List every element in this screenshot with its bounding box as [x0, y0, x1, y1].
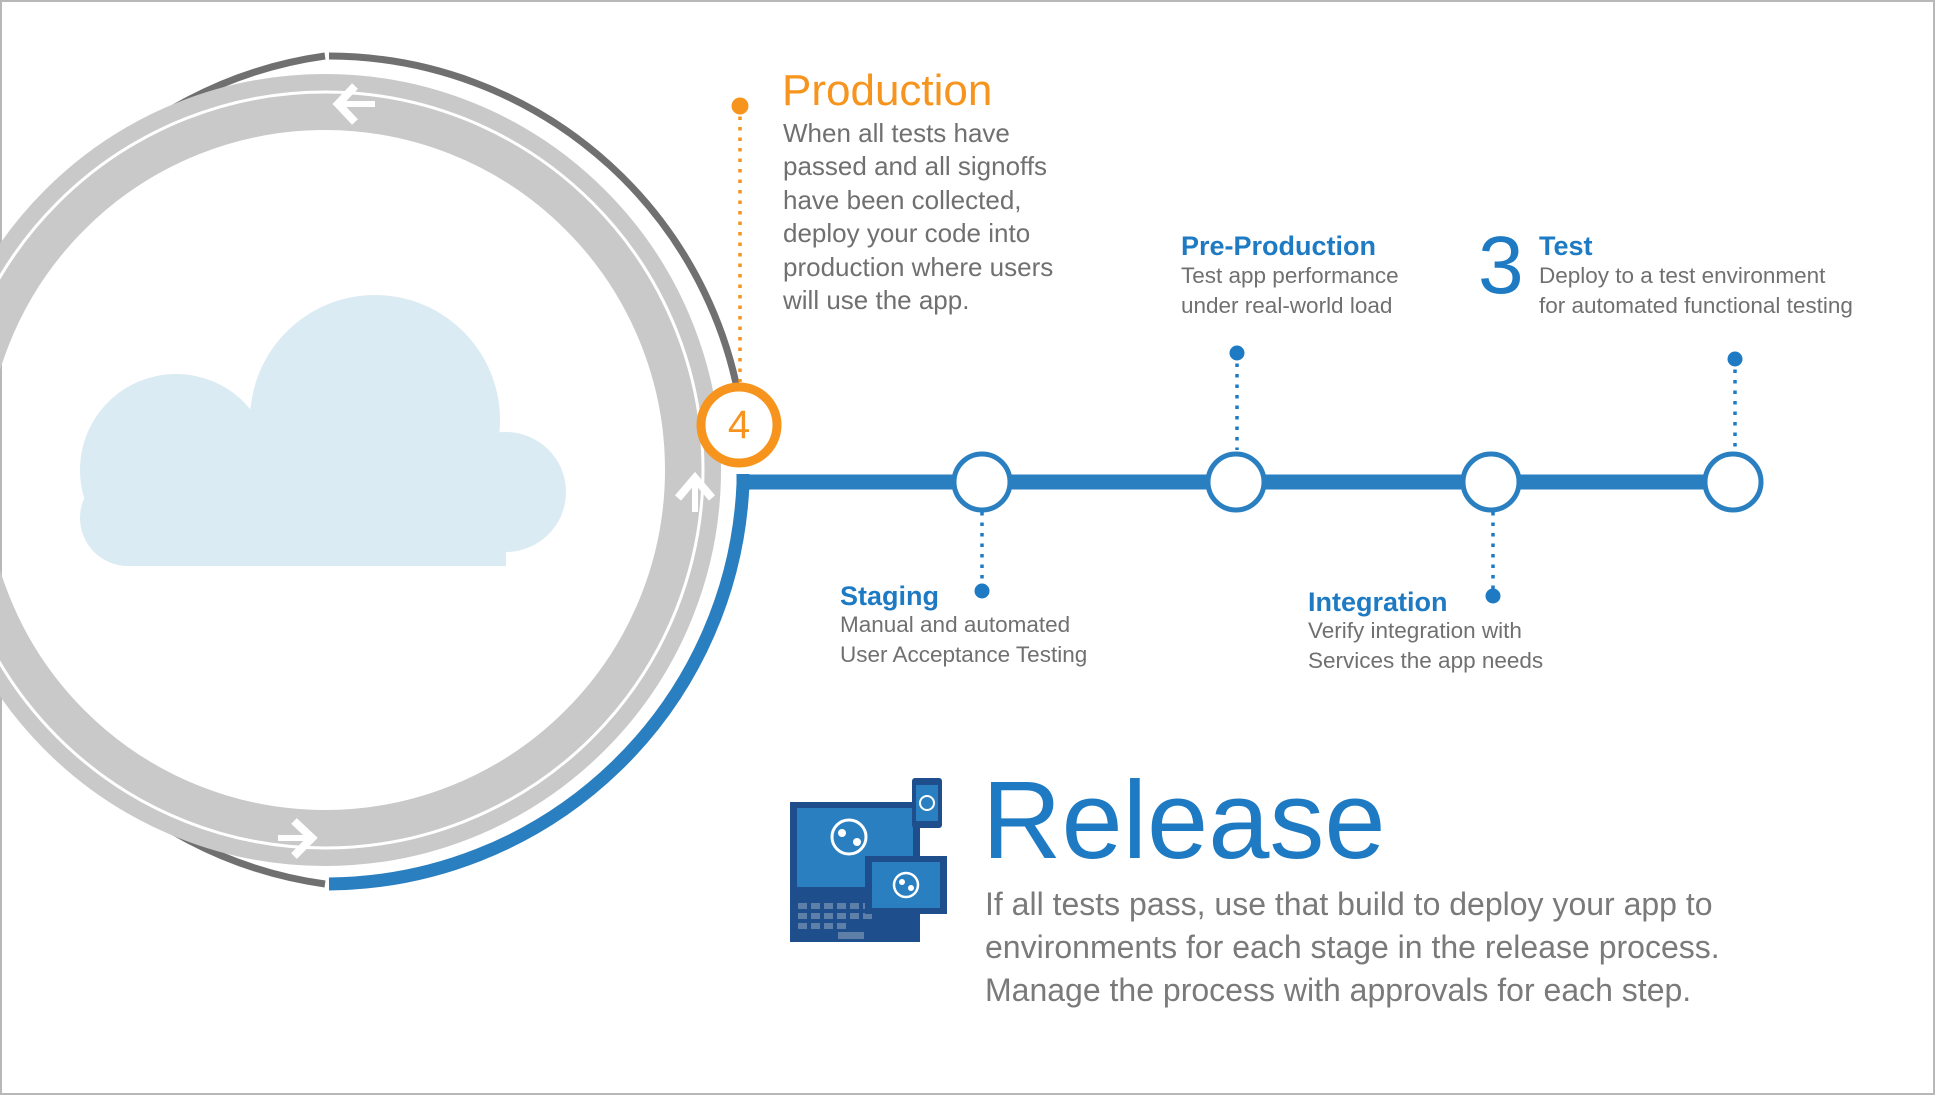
production-description-line: have been collected, — [783, 185, 1022, 215]
cloud-icon — [80, 295, 566, 566]
integration-dot — [1485, 588, 1501, 604]
devices-icon — [790, 778, 947, 942]
ring-divider — [0, 90, 705, 850]
production-dot — [731, 97, 749, 115]
production-description-line: will use the app. — [783, 285, 970, 315]
release-title: Release — [982, 759, 1386, 882]
pre-production-title: Pre-Production — [1181, 231, 1377, 261]
production-node — [696, 382, 782, 468]
production-description-line: deploy your code into — [783, 218, 1031, 248]
integration-title: Integration — [1308, 587, 1448, 617]
test-description-line: Deploy to a test environment — [1539, 263, 1826, 288]
production-title: Production — [782, 66, 993, 115]
test-number: 3 — [1478, 220, 1524, 311]
outer-ring-blue-arc — [328, 483, 750, 891]
production-description-line: When all tests have — [783, 118, 1010, 148]
production-number: 4 — [727, 403, 751, 447]
outer-ring-dark-top — [328, 52, 748, 435]
pre-production-description-line: Test app performance — [1181, 263, 1399, 288]
production-description-line: production where users — [783, 252, 1054, 282]
staging-node — [951, 451, 1013, 513]
chevron-right-icon — [278, 818, 318, 859]
production-description-line: passed and all signoffs — [783, 151, 1048, 181]
staging-title: Staging — [840, 581, 939, 611]
test-description-line: for automated functional testing — [1539, 293, 1853, 318]
pre-production-dot — [1229, 345, 1245, 361]
test-title: Test — [1539, 231, 1593, 261]
chevron-up-icon — [674, 471, 716, 512]
chevron-left-icon — [332, 83, 375, 125]
integration-description-line: Services the app needs — [1308, 648, 1544, 673]
staging-description-line: User Acceptance Testing — [840, 642, 1088, 667]
release-description-line: environments for each stage in the relea… — [985, 929, 1720, 965]
staging-description-line: Manual and automated — [840, 612, 1071, 637]
pre-production-description-line: under real-world load — [1181, 293, 1393, 318]
staging-dot — [974, 583, 990, 599]
pre-production-node — [1205, 451, 1267, 513]
release-description-line: Manage the process with approvals for ea… — [985, 972, 1692, 1008]
test-dot — [1727, 351, 1743, 367]
gray-ring — [0, 74, 721, 866]
test-node — [1702, 451, 1764, 513]
integration-node — [1460, 451, 1522, 513]
release-description-line: If all tests pass, use that build to dep… — [985, 886, 1713, 922]
integration-description-line: Verify integration with — [1308, 618, 1522, 643]
